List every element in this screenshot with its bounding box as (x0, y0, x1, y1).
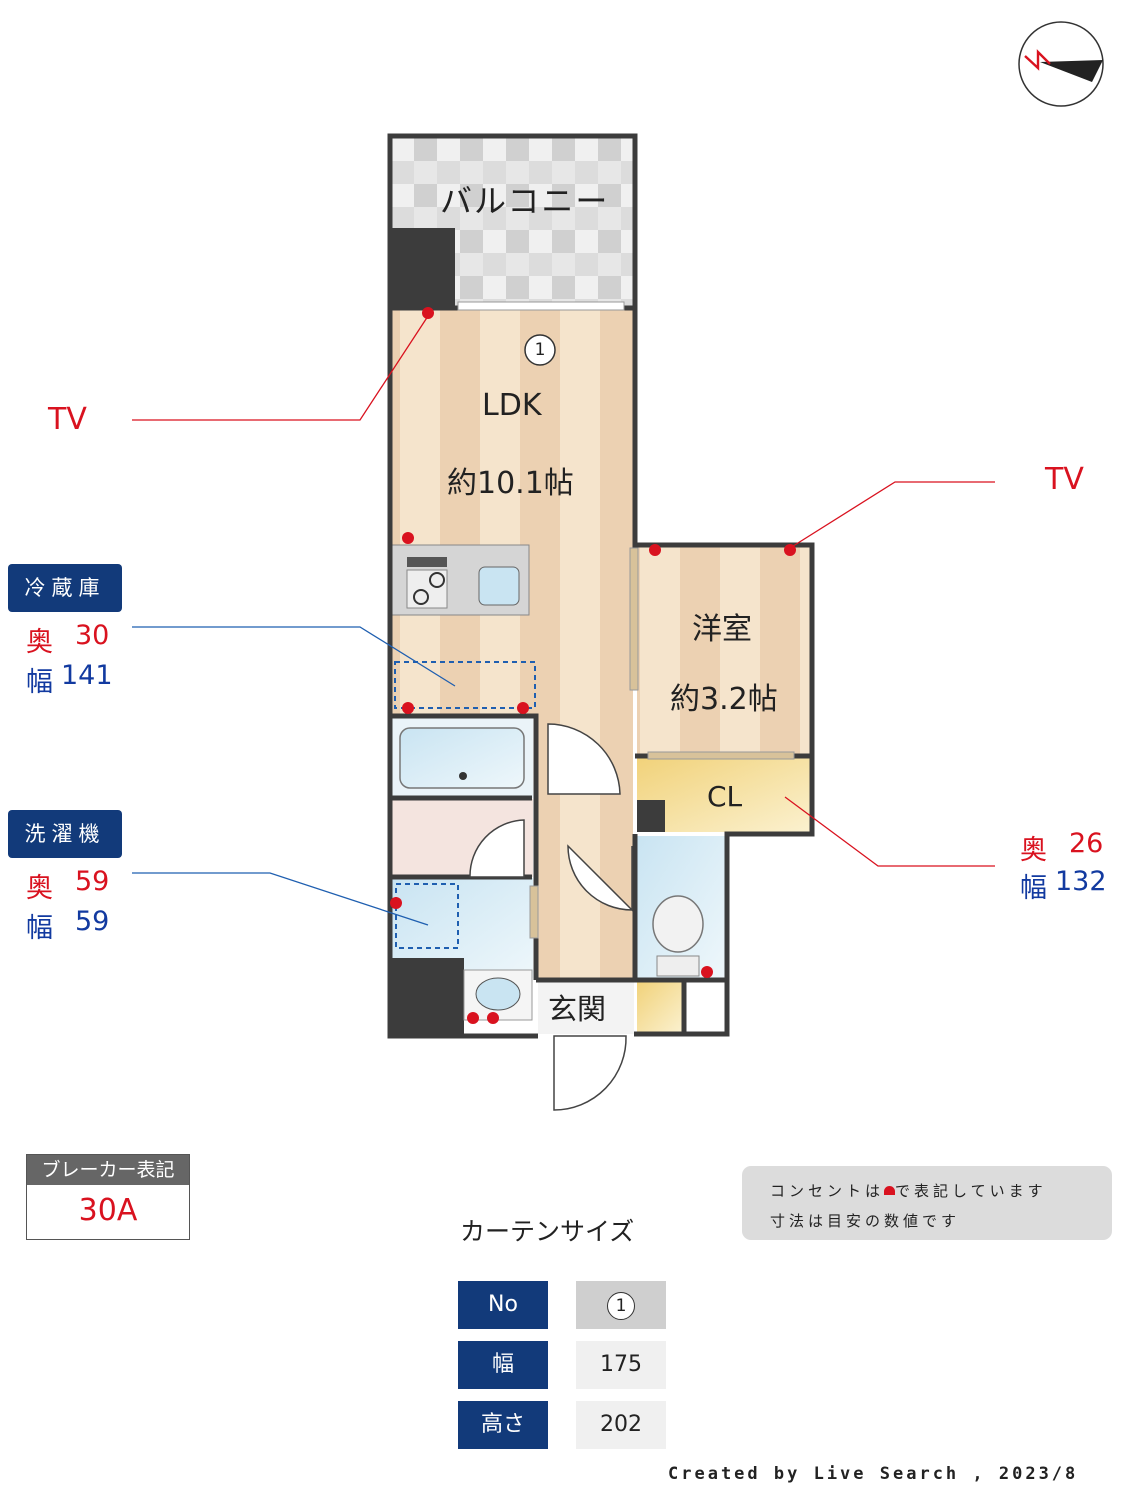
sink-icon (478, 566, 520, 606)
closet-label: CL (707, 780, 743, 813)
closet-depth: 奥 26 (1020, 828, 1104, 866)
laundry-door (529, 885, 539, 939)
note-line-1: コンセントはで表記しています (770, 1182, 1047, 1200)
closet-width: 幅 132 (1020, 866, 1107, 904)
washer-leader (132, 872, 429, 926)
washer-depth: 奥 59 (26, 866, 110, 904)
door-swings (469, 723, 633, 1111)
washer-width: 幅 59 (26, 906, 110, 944)
breaker-value: 30A (78, 1193, 138, 1228)
balcony-pillar (392, 228, 455, 308)
fridge-leader (132, 626, 456, 687)
entrance-label: 玄関 (548, 992, 607, 1026)
closet-pillar (637, 800, 665, 832)
note-line-2: 寸法は目安の数値です (770, 1212, 961, 1230)
fridge-label: 冷蔵庫 (8, 564, 122, 612)
ldk-size: 約10.1帖 (447, 466, 574, 501)
ldk-floor (392, 310, 633, 718)
tv-right-leader (789, 481, 995, 549)
washer-outline (395, 883, 459, 949)
breaker-header: ブレーカー表記 (27, 1155, 189, 1185)
curtain-marker-icon (524, 334, 556, 366)
legend-note: コンセントはで表記しています 寸法は目安の数値です (742, 1166, 1112, 1240)
breaker-box: ブレーカー表記 30A (26, 1154, 190, 1240)
credit-text: Created by Live Search , 2023/8 (668, 1464, 1079, 1484)
closet-leader (784, 796, 995, 867)
closet-door (647, 751, 795, 760)
balcony-label: バルコニー (440, 182, 610, 220)
tv-left-leader (132, 312, 431, 421)
curtain-title: カーテンサイズ (460, 1217, 635, 1246)
compass-icon (1018, 21, 1104, 107)
fridge-depth: 奥 30 (26, 620, 110, 658)
washer-label: 洗濯機 (8, 810, 122, 858)
western-room-size: 約3.2帖 (670, 682, 778, 717)
curtain-head-height: 高さ (458, 1401, 548, 1449)
curtain-value-width: 175 (576, 1341, 666, 1389)
entrance-floor (538, 982, 634, 1034)
curtain-head-width: 幅 (458, 1341, 548, 1389)
outlet-icon (884, 1186, 896, 1195)
western-room-label: 洋室 (692, 612, 752, 647)
toilet-icon (652, 895, 704, 953)
tv-left-label: TV (48, 402, 87, 437)
shoe-storage (637, 982, 683, 1032)
western-room-floor (637, 545, 810, 755)
curtain-value-no: 1 (576, 1281, 666, 1329)
bathtub-icon (399, 727, 525, 789)
outlet-markers (390, 307, 796, 1024)
curtain-head-no: No (458, 1281, 548, 1329)
closet-floor (637, 758, 810, 832)
tv-right-label: TV (1045, 462, 1084, 497)
sliding-door (629, 547, 639, 691)
fridge-outline (394, 661, 536, 709)
balcony-window (457, 301, 625, 311)
fridge-width: 幅 141 (26, 660, 113, 698)
utility-pillar (392, 958, 464, 1036)
ldk-label: LDK (482, 388, 542, 423)
curtain-marker-label: 1 (534, 340, 546, 360)
storage-unit (686, 982, 724, 1032)
curtain-value-height: 202 (576, 1401, 666, 1449)
